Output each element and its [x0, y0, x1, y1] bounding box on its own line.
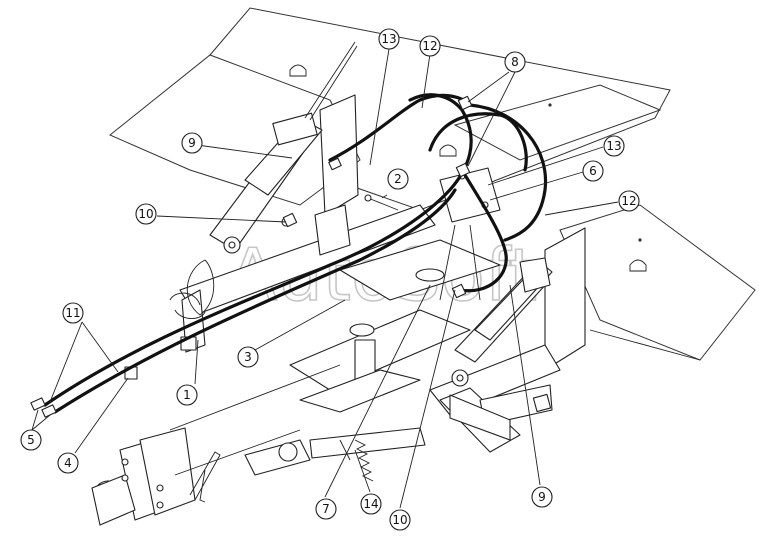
callout-11: 11 [62, 302, 84, 324]
callout-9-lower: 9 [531, 486, 553, 508]
center-mount [289, 239, 501, 413]
callout-12-lower: 12 [618, 190, 640, 212]
callout-9-upper: 9 [181, 132, 203, 154]
hose-right [428, 112, 528, 172]
callout-10-lower: 10 [389, 509, 411, 531]
svg-text:6: 6 [589, 164, 597, 178]
plate-clips [289, 64, 647, 272]
callout-12-upper: 12 [419, 35, 441, 57]
callout-13-upper: 13 [378, 28, 400, 50]
callout-14: 14 [360, 493, 382, 515]
svg-text:12: 12 [621, 194, 636, 208]
svg-text:3: 3 [244, 350, 252, 364]
svg-text:14: 14 [363, 497, 378, 511]
right-hydraulic-cylinder [451, 257, 553, 387]
right-frame-bracket [429, 227, 586, 453]
callout-13-lower: 13 [603, 135, 625, 157]
svg-text:13: 13 [606, 139, 621, 153]
svg-text:1: 1 [183, 388, 191, 402]
svg-text:9: 9 [538, 490, 546, 504]
svg-text:7: 7 [322, 502, 330, 516]
callout-4: 4 [57, 452, 79, 474]
svg-text:9: 9 [188, 136, 196, 150]
svg-text:10: 10 [138, 207, 153, 221]
svg-text:10: 10 [392, 513, 407, 527]
left-plate [109, 54, 361, 206]
callout-3: 3 [237, 346, 259, 368]
hose-13 [458, 173, 508, 293]
hydraulic-hoses [30, 93, 548, 418]
spring-part-7 [354, 439, 374, 482]
callout-6: 6 [582, 160, 604, 182]
callout-2: 2 [387, 168, 409, 190]
svg-text:4: 4 [64, 456, 72, 470]
right-plate [559, 204, 756, 361]
center-plate [453, 84, 662, 161]
svg-text:13: 13 [381, 32, 396, 46]
callout-10-upper: 10 [135, 203, 157, 225]
svg-text:11: 11 [65, 306, 80, 320]
callout-7: 7 [315, 498, 337, 520]
svg-text:5: 5 [27, 433, 35, 447]
bolt-part-2 [364, 194, 399, 211]
hose-11b [53, 188, 457, 414]
callout-5: 5 [20, 429, 42, 451]
hose-11a [43, 93, 473, 407]
callout-8: 8 [504, 51, 526, 73]
tow-hitch [91, 364, 426, 526]
svg-text:2: 2 [394, 172, 402, 186]
hose-12 [328, 93, 472, 162]
leader-lines [31, 48, 619, 509]
svg-text:12: 12 [422, 39, 437, 53]
left-frame-bracket [169, 94, 436, 353]
svg-text:8: 8 [511, 55, 519, 69]
callout-1: 1 [176, 384, 198, 406]
